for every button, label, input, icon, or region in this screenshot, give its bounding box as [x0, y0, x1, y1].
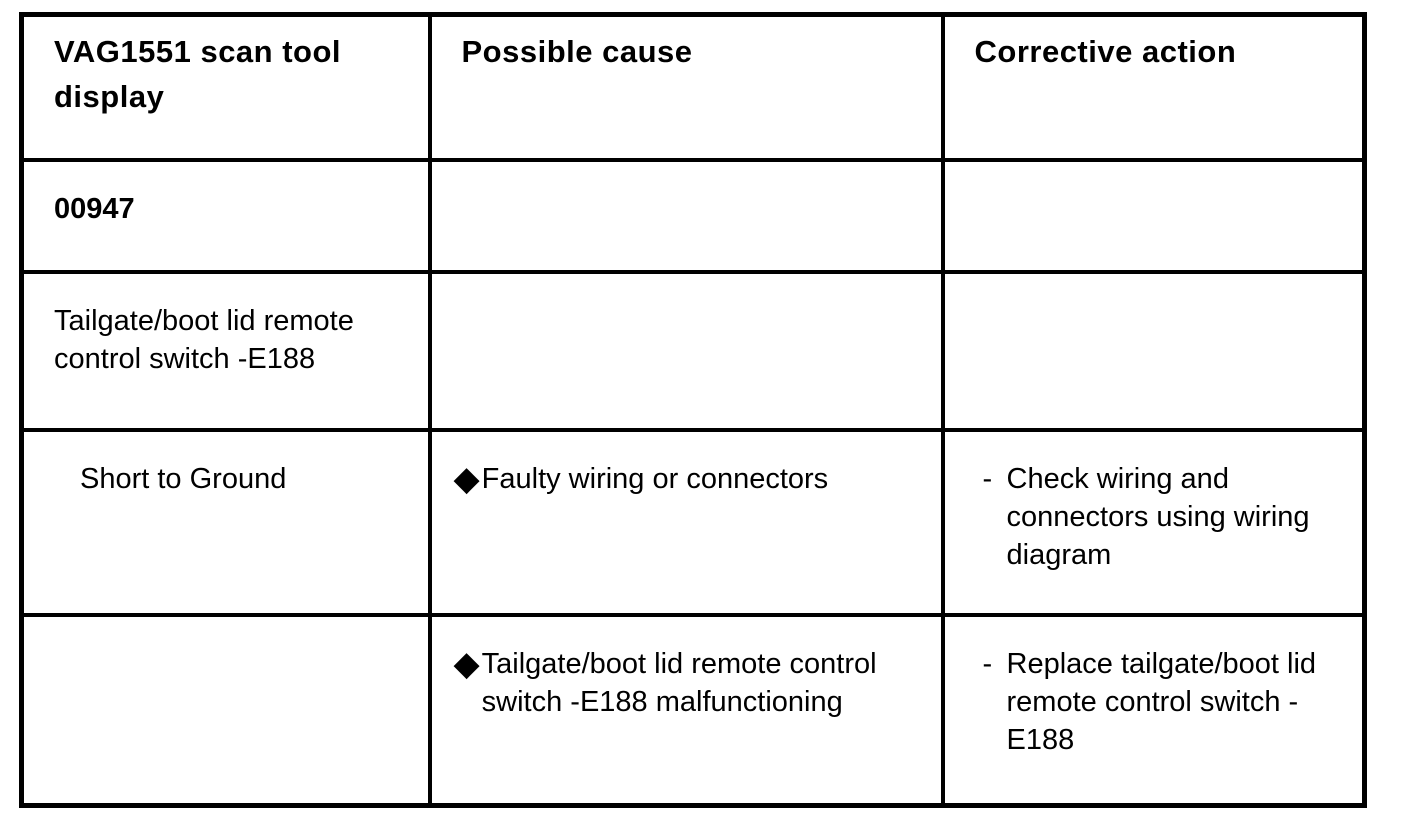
cause-bullet-item: ◆ Faulty wiring or connectors: [454, 460, 931, 498]
action-text: Replace tailgate/boot lid remote control…: [1006, 647, 1317, 756]
table-row-fault-code: 00947: [19, 157, 1367, 274]
action-cell: - Replace tailgate/boot lid remote contr…: [940, 612, 1367, 808]
empty-action-cell: [940, 157, 1367, 274]
empty-action-cell: [940, 269, 1367, 432]
table-row-switch-malfunction: ◆ Tailgate/boot lid remote control switc…: [19, 612, 1367, 808]
empty-display-cell: [19, 612, 432, 808]
cause-bullet-item: ◆ Tailgate/boot lid remote control switc…: [454, 645, 931, 721]
cause-text: Faulty wiring or connectors: [481, 462, 829, 495]
cause-cell: ◆ Faulty wiring or connectors: [427, 427, 945, 617]
table-row-short-to-ground: Short to Ground ◆ Faulty wiring or conne…: [19, 427, 1367, 617]
diamond-bullet-icon: ◆: [453, 644, 480, 683]
fault-description-cell: Tailgate/boot lid remote control switch …: [19, 269, 432, 432]
action-dash-item: - Replace tailgate/boot lid remote contr…: [983, 645, 1343, 759]
fault-condition-cell: Short to Ground: [19, 427, 432, 617]
empty-cause-cell: [427, 269, 945, 432]
action-cell: - Check wiring and connectors using wiri…: [940, 427, 1367, 617]
diamond-bullet-icon: ◆: [453, 459, 480, 498]
header-corrective-action: Corrective action: [940, 12, 1367, 162]
cause-cell: ◆ Tailgate/boot lid remote control switc…: [427, 612, 945, 808]
header-scan-tool-display: VAG1551 scan tool display: [19, 12, 432, 162]
cause-text: Tailgate/boot lid remote control switch …: [481, 647, 877, 718]
header-possible-cause: Possible cause: [427, 12, 945, 162]
action-dash-item: - Check wiring and connectors using wiri…: [983, 460, 1343, 574]
dash-bullet: -: [982, 462, 993, 495]
table-row-fault-description: Tailgate/boot lid remote control switch …: [19, 269, 1367, 432]
empty-cause-cell: [427, 157, 945, 274]
action-text: Check wiring and connectors using wiring…: [1006, 462, 1310, 571]
fault-code-table: VAG1551 scan tool display Possible cause…: [19, 12, 1367, 808]
fault-code-cell: 00947: [19, 157, 432, 274]
dash-bullet: -: [982, 647, 993, 680]
table-header-row: VAG1551 scan tool display Possible cause…: [19, 12, 1367, 162]
